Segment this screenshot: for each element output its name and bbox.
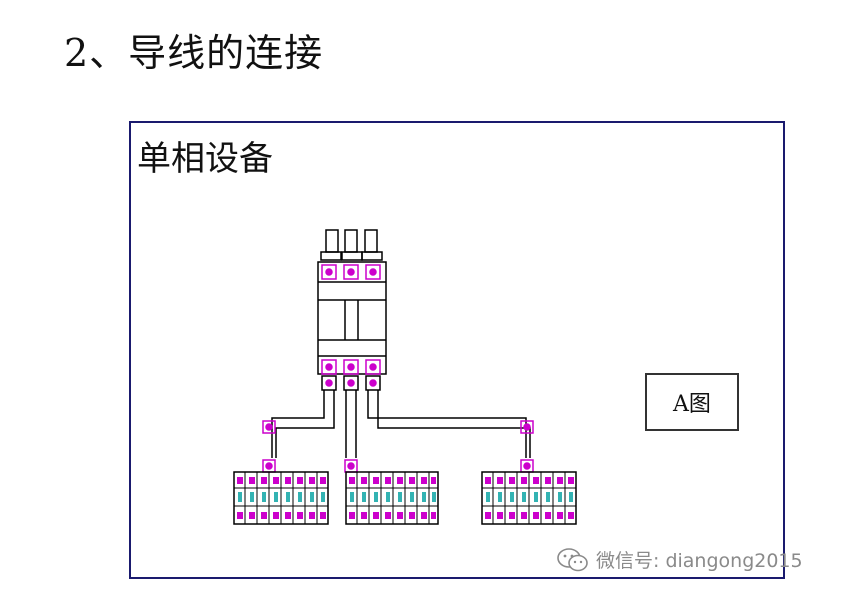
legend-label: A图 (673, 392, 711, 417)
main-breaker-top-terminals (320, 229, 383, 261)
main-breaker-bottom-studs (321, 375, 381, 391)
page-title: 2、导线的连接 (64, 31, 324, 75)
legend-box: A图 (645, 373, 739, 431)
junction-terminals (262, 420, 534, 473)
wechat-icon (557, 547, 588, 571)
diagram-frame: 单相设备 A图 (129, 121, 785, 579)
branch-breaker-group-right (481, 471, 577, 525)
watermark: 微信号: diangong2015 (556, 546, 803, 573)
main-breaker-upper-terminals (321, 264, 381, 280)
branch-breaker-group-middle (345, 471, 439, 525)
frame-label: 单相设备 (137, 139, 273, 179)
main-breaker-body (317, 261, 387, 375)
feeder-wires (271, 390, 531, 458)
branch-breaker-group-left (233, 471, 329, 525)
main-breaker-lower-terminals (321, 359, 381, 375)
watermark-text: 微信号: diangong2015 (596, 550, 803, 572)
